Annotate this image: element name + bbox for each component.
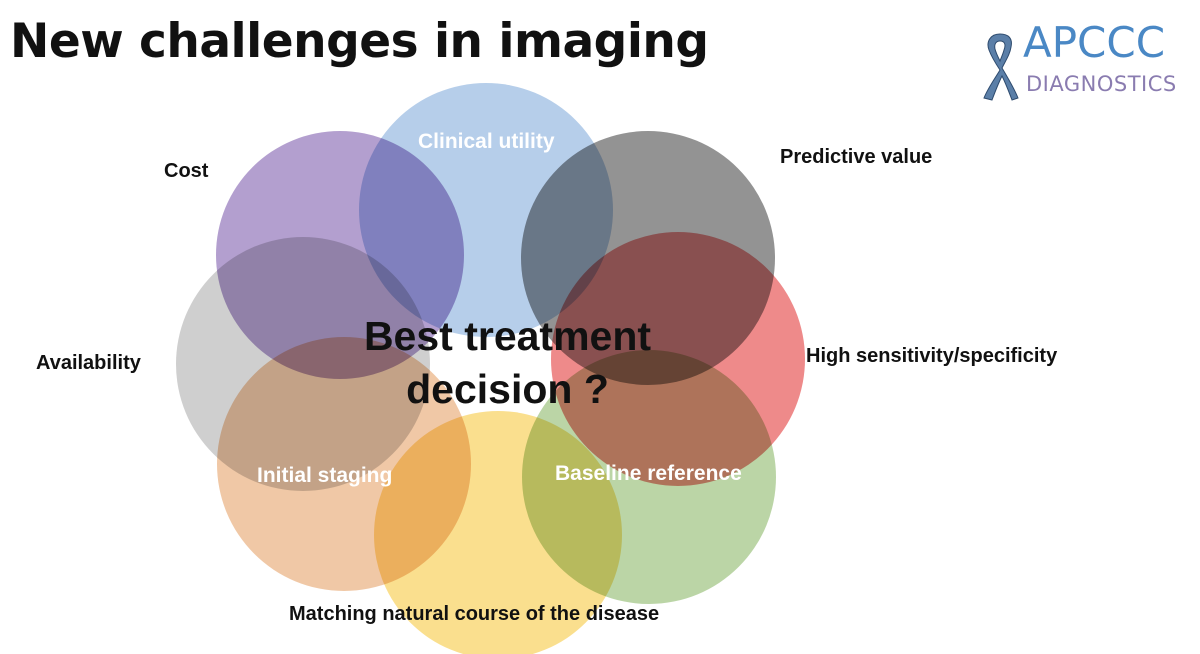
label-natural-course: Matching natural course of the disease: [289, 603, 660, 625]
awareness-ribbon-icon: [983, 33, 1019, 101]
label-initial-staging: Initial staging: [257, 464, 393, 487]
logo-subtitle: DIAGNOSTICS: [1026, 72, 1177, 96]
center-question: Best treatment decision ?: [300, 310, 715, 416]
logo-wordmark: APCCC: [1023, 18, 1166, 67]
page-title: New challenges in imaging: [10, 14, 709, 69]
center-line-2: decision ?: [406, 366, 609, 412]
label-clinical-utility: Clinical utility: [418, 130, 555, 153]
label-cost: Cost: [164, 160, 209, 182]
label-high-sensitivity: High sensitivity/specificity: [806, 345, 1058, 367]
center-line-1: Best treatment: [363, 313, 652, 359]
label-baseline-reference: Baseline reference: [555, 462, 742, 485]
apccc-logo: APCCC DIAGNOSTICS: [980, 22, 1195, 103]
label-availability: Availability: [36, 352, 141, 374]
label-predictive-value: Predictive value: [780, 146, 933, 168]
circle-cost: [216, 131, 464, 379]
